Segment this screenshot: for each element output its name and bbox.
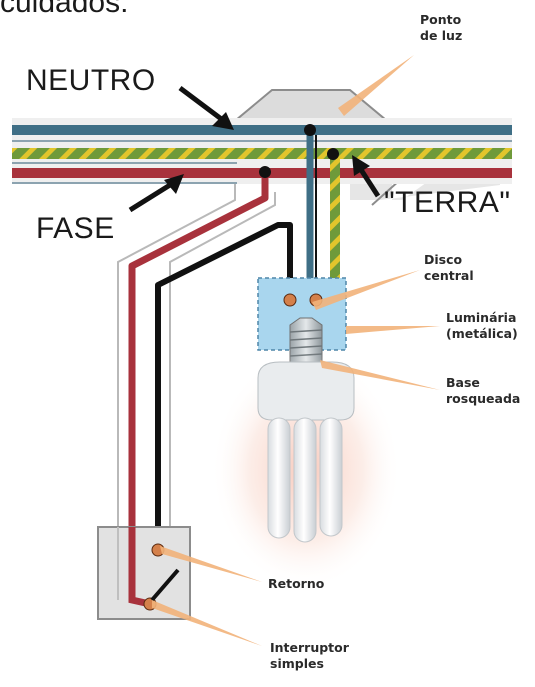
arrow-neutro — [178, 86, 234, 130]
conduit-line-1 — [12, 140, 512, 142]
lamp-tube-1 — [267, 417, 291, 539]
label-neutro: NEUTRO — [26, 64, 156, 97]
thread-1 — [289, 329, 323, 333]
label-retorno: Retorno — [268, 576, 325, 591]
arrow-terra — [352, 155, 381, 198]
lamp-housing — [257, 361, 355, 421]
switch-lever — [150, 568, 180, 602]
label-luminaria: Luminária (metálica) — [446, 310, 518, 342]
label-terra: "TERRA" — [384, 186, 511, 219]
label-disco-line2: central — [424, 268, 474, 283]
label-interruptor-line2: simples — [270, 656, 324, 671]
top-cropped-text: cuidados: — [0, 0, 129, 19]
junction-fase — [259, 166, 271, 178]
pointer-luminaria — [346, 326, 440, 334]
label-interruptor: Interruptor simples — [270, 640, 349, 672]
neutro-wire — [12, 125, 512, 135]
switch-conduit — [117, 184, 236, 540]
junction-terra — [327, 148, 339, 160]
conduit-line-2 — [12, 162, 237, 164]
label-luminaria-line1: Luminária — [446, 310, 517, 325]
label-base: Base rosqueada — [446, 375, 520, 407]
pointer-interruptor — [152, 600, 262, 646]
ceiling-box-lower — [350, 180, 500, 200]
pointer-base — [320, 360, 440, 390]
junction-neutro — [304, 124, 316, 136]
label-disco-central: Disco central — [424, 252, 474, 284]
label-fase: FASE — [36, 212, 115, 245]
label-ponto-luz-line1: Ponto — [420, 12, 462, 27]
switch-conduit-2 — [169, 192, 276, 540]
label-base-line1: Base — [446, 375, 480, 390]
pointer-retorno — [160, 546, 262, 582]
retorno-wire — [155, 222, 293, 550]
label-base-line2: rosqueada — [446, 391, 521, 406]
terra-wire — [12, 148, 512, 159]
pointer-disco — [312, 270, 420, 310]
lamp-tube-2 — [293, 417, 317, 543]
lamp-tube-3 — [319, 417, 343, 537]
label-ponto-luz: Ponto de luz — [420, 12, 462, 44]
thread-3 — [289, 345, 323, 349]
label-disco-line1: Disco — [424, 252, 463, 267]
terra-drop-wire — [330, 152, 340, 322]
conduit-line-3 — [12, 182, 237, 184]
arrow-fase — [128, 174, 184, 213]
pointer-ponto-luz — [338, 55, 414, 116]
label-luminaria-line2: (metálica) — [446, 326, 518, 341]
thread-2 — [289, 337, 323, 341]
label-interruptor-line1: Interruptor — [270, 640, 349, 655]
terminal-left — [283, 293, 297, 307]
label-ponto-luz-line2: de luz — [420, 28, 463, 43]
